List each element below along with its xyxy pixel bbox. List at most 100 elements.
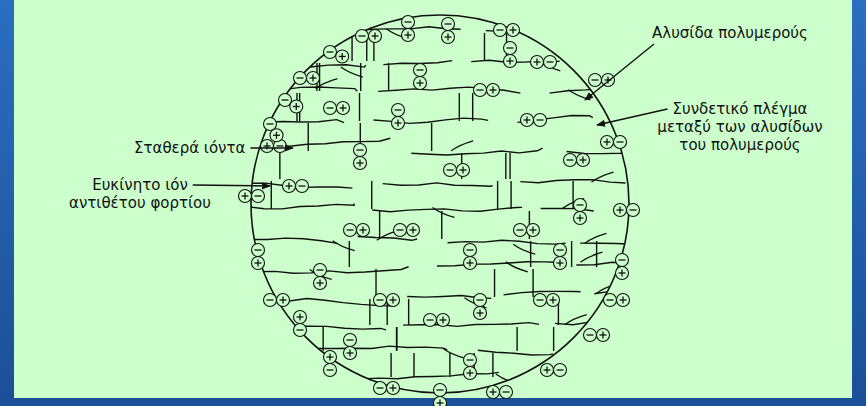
crosslink [308, 123, 309, 151]
polymer-chain [358, 236, 417, 240]
fixed-ion [434, 384, 447, 397]
callout-label: Ευκίνητο ιόν αντιθέτου φορτίου [60, 176, 220, 212]
fixed-ion [324, 102, 337, 115]
fixed-ion [374, 294, 387, 307]
counter-ion [324, 351, 337, 364]
counter-ion [387, 294, 400, 307]
counter-ion [601, 136, 614, 149]
crosslink [379, 211, 380, 239]
polymer-chain [478, 350, 553, 355]
crosslink [408, 299, 409, 325]
crosslink [472, 93, 473, 121]
crosslink [505, 153, 506, 179]
fixed-ion [264, 294, 277, 307]
counter-ion [434, 397, 447, 406]
counter-ion [554, 257, 567, 270]
fixed-ion [554, 244, 567, 257]
chain-branch [496, 374, 518, 384]
counter-ion [261, 140, 274, 153]
chain-branch [451, 141, 473, 151]
fixed-ion [252, 244, 265, 257]
counter-ion [344, 347, 357, 360]
counter-ion [541, 364, 554, 377]
fixed-ion [574, 199, 587, 212]
chain-branch [580, 252, 602, 262]
counter-ion [474, 307, 487, 320]
chain-branch [443, 348, 465, 358]
counter-ion [504, 55, 517, 68]
counter-ion [521, 114, 534, 127]
crosslink [484, 33, 485, 61]
chain-branch [506, 262, 528, 272]
fixed-ion [584, 329, 597, 342]
fixed-ion [500, 386, 513, 399]
counter-ion [597, 329, 610, 342]
fixed-ion [564, 154, 577, 167]
counter-ion [442, 31, 455, 44]
polymer-chain [310, 65, 366, 67]
crosslink [360, 63, 361, 91]
counter-ion [464, 257, 477, 270]
fixed-ion [534, 114, 547, 127]
crosslink [369, 299, 370, 325]
polymer-chain [374, 118, 489, 123]
counter-ion [531, 56, 544, 69]
crosslink [359, 93, 360, 121]
crosslink [509, 153, 510, 179]
callout-label: Συνδετικό πλέγμα μεταξύ των αλυσίδων του… [655, 100, 825, 154]
chain-branch [565, 315, 587, 325]
fixed-ion [616, 254, 629, 267]
counter-ion [616, 267, 629, 280]
counter-ion [336, 50, 349, 63]
fixed-ion [494, 24, 507, 37]
counter-ion [437, 314, 450, 327]
counter-ion [252, 257, 265, 270]
counter-ion [614, 204, 627, 217]
counter-ion [283, 180, 296, 193]
fixed-ion [474, 294, 487, 307]
leader-arrow [193, 185, 270, 186]
polymer-chain [555, 322, 589, 325]
crosslink [553, 327, 554, 351]
counter-ion [387, 382, 400, 395]
fixed-ion [464, 244, 477, 257]
counter-ion [527, 224, 540, 237]
fixed-ion [354, 144, 367, 157]
fixed-ion [356, 30, 369, 43]
polymer-chain [317, 346, 447, 350]
chain-branch [341, 67, 363, 77]
fixed-ion [504, 42, 517, 55]
crosslink [459, 93, 460, 121]
fixed-ion [444, 164, 457, 177]
polymer-chain [372, 207, 522, 211]
crosslink [494, 269, 495, 297]
polymer-chain [448, 240, 566, 244]
crosslink [396, 327, 397, 351]
crosslink [516, 327, 517, 351]
chain-branch [333, 241, 355, 251]
fixed-ion [554, 364, 567, 377]
fixed-ion [474, 84, 487, 97]
chain-branch [513, 244, 535, 254]
callout-label: Αλυσίδα πολυμερούς [652, 24, 808, 42]
counter-ion [457, 164, 470, 177]
fixed-ion [344, 334, 357, 347]
leader-arrow [597, 109, 667, 125]
polymer-chain [257, 267, 408, 273]
counter-ion [464, 367, 477, 380]
polymer-chain [249, 238, 337, 243]
fixed-ion [294, 72, 307, 85]
counter-ion [314, 277, 327, 290]
fixed-ion [514, 224, 527, 237]
crosslink [349, 241, 350, 267]
crosslink [571, 241, 572, 267]
counter-ion [487, 84, 500, 97]
counter-ion [407, 224, 420, 237]
fixed-ion [424, 314, 437, 327]
counter-ion [354, 157, 367, 170]
polymer-chain [361, 372, 499, 379]
crosslink [396, 327, 397, 351]
fixed-ion [296, 180, 309, 193]
crosslink [441, 211, 442, 239]
polymer-chain [437, 262, 555, 266]
